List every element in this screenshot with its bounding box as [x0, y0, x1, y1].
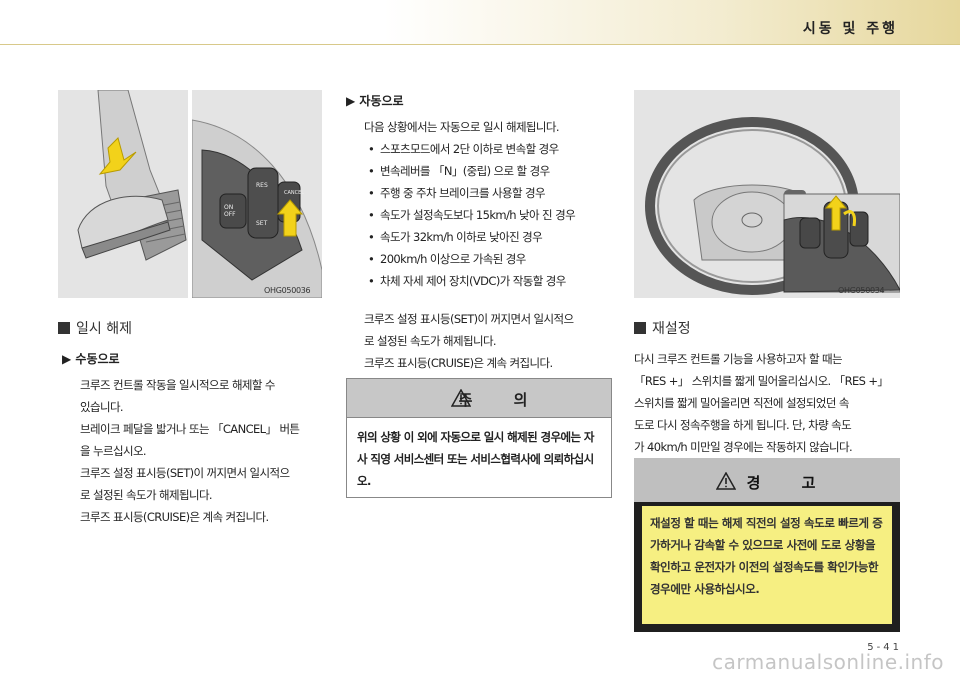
- reset-text: 다시 크루즈 컨트롤 기능을 사용하고자 할 때는 「RES +」 스위치를 짧…: [634, 348, 902, 458]
- auto-intro: 다음 상황에서는 자동으로 일시 해제됩니다.: [364, 120, 560, 134]
- list-item: 차체 자세 제어 장치(VDC)가 작동할 경우: [368, 270, 614, 292]
- page-number: 5-41: [867, 642, 902, 653]
- section-square-icon: [634, 322, 646, 334]
- manual-line: 크루즈 표시등(CRUISE)은 계속 켜집니다.: [80, 510, 269, 524]
- image-code-right: OHG050034: [838, 286, 885, 295]
- warning-triangle-icon: [451, 389, 471, 407]
- manual-line: 로 설정된 속도가 해제됩니다.: [80, 488, 213, 502]
- list-item: 속도가 설정속도보다 15km/h 낮아 진 경우: [368, 204, 614, 226]
- manual-line: 을 누르십시오.: [80, 444, 147, 458]
- image-code-left: OHG050036: [264, 286, 311, 295]
- steering-wheel-illustration: [634, 90, 900, 298]
- after-line: 크루즈 표시등(CRUISE)은 계속 켜집니다.: [364, 356, 553, 370]
- switch-label-on-off: ON OFF: [224, 204, 236, 218]
- warning-text: 재설정 할 때는 해제 직전의 설정 속도로 빠르게 증가하거나 감속할 수 있…: [642, 506, 892, 624]
- manual-line: 있습니다.: [80, 400, 124, 414]
- auto-release-after-text: 크루즈 설정 표시등(SET)이 꺼지면서 일시적으 로 설정된 속도가 해제됩…: [364, 308, 614, 374]
- warning-header: [634, 458, 900, 502]
- manual-line: 크루즈 컨트롤 작동을 일시적으로 해제할 수: [80, 378, 276, 392]
- list-item: 변속레버를 「N」(중립) 으로 할 경우: [368, 160, 614, 182]
- auto-release-conditions: 스포츠모드에서 2단 이하로 변속할 경우 변속레버를 「N」(중립) 으로 할…: [368, 138, 614, 292]
- warning-title: 경 고: [746, 474, 834, 492]
- switch-label-set: SET: [256, 220, 268, 227]
- watermark: carmanualsonline.info: [712, 650, 944, 674]
- auto-release-title: ▶ 자동으로: [346, 94, 404, 108]
- page-header-title: 시동 및 주행: [802, 21, 898, 37]
- warning-triangle-icon: [716, 472, 736, 490]
- auto-release-text: 다음 상황에서는 자동으로 일시 해제됩니다. 스포츠모드에서 2단 이하로 변…: [364, 116, 614, 292]
- manual-line: 브레이크 페달을 밟거나 또는 「CANCEL」 버튼: [80, 422, 300, 436]
- section-release-title: 일시 해제: [58, 318, 132, 338]
- reset-line: 「RES +」 스위치를 짧게 밀어올리십시오. 「RES +」: [634, 374, 889, 388]
- header-divider: [0, 44, 960, 45]
- manual-release-text: 크루즈 컨트롤 작동을 일시적으로 해제할 수 있습니다. 브레이크 페달을 밟…: [80, 374, 330, 528]
- page-header: [0, 0, 960, 44]
- after-line: 크루즈 설정 표시등(SET)이 꺼지면서 일시적으: [364, 312, 574, 326]
- cruise-switch-closeup: ON OFF RES SET CANCEL: [192, 90, 322, 298]
- switch-label-res: RES: [256, 182, 268, 189]
- caution-text: 위의 상황 이 외에 자동으로 일시 해제된 경우에는 자사 직영 서비스센터 …: [357, 430, 594, 488]
- list-item: 200km/h 이상으로 가속된 경우: [368, 248, 614, 270]
- manual-line: 크루즈 설정 표시등(SET)이 꺼지면서 일시적으: [80, 466, 290, 480]
- caution-title: 주 의: [458, 391, 546, 409]
- manual-release-title: ▶ 수동으로: [62, 352, 120, 366]
- list-item: 스포츠모드에서 2단 이하로 변속할 경우: [368, 138, 614, 160]
- switch-label-cancel: CANCEL: [284, 190, 305, 196]
- reset-line: 가 40km/h 미만일 경우에는 작동하지 않습니다.: [634, 440, 853, 454]
- after-line: 로 설정된 속도가 해제됩니다.: [364, 334, 497, 348]
- warning-box: 경 고 재설정 할 때는 해제 직전의 설정 속도로 빠르게 증가하거나 감속할…: [634, 458, 900, 632]
- caution-box: 주 의 위의 상황 이 외에 자동으로 일시 해제된 경우에는 자사 직영 서비…: [346, 378, 612, 498]
- brake-pedal-illustration: [58, 90, 188, 298]
- reset-line: 다시 크루즈 컨트롤 기능을 사용하고자 할 때는: [634, 352, 843, 366]
- section-square-icon: [58, 322, 70, 334]
- reset-line: 스위치를 짧게 밀어올리면 직전에 설정되었던 속: [634, 396, 849, 410]
- list-item: 주행 중 주차 브레이크를 사용할 경우: [368, 182, 614, 204]
- caution-header: 주 의: [347, 379, 611, 418]
- reset-line: 도로 다시 정속주행을 하게 됩니다. 단, 차량 속도: [634, 418, 852, 432]
- list-item: 속도가 32km/h 이하로 낮아진 경우: [368, 226, 614, 248]
- section-reset-title: 재설정: [634, 318, 691, 338]
